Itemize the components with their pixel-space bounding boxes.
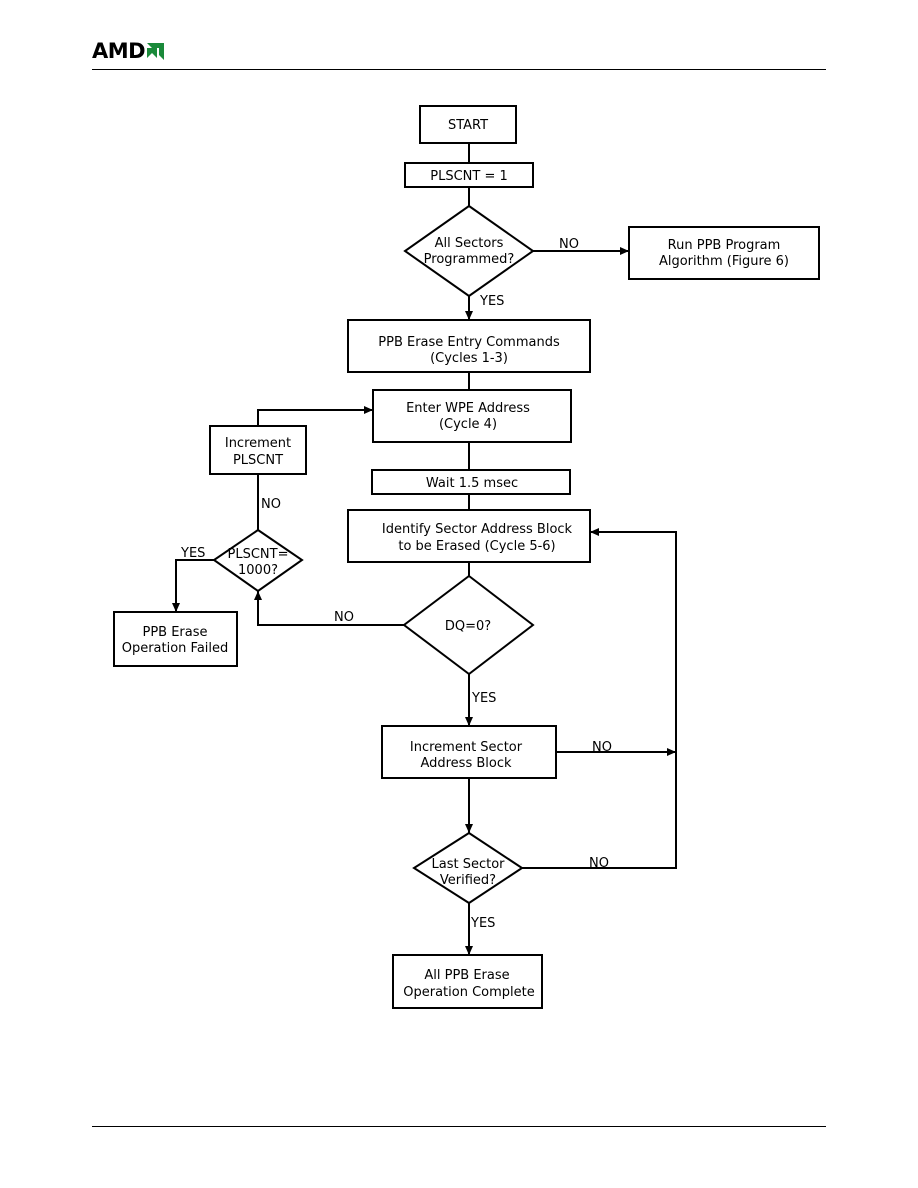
- node-last-sector-line2: Verified?: [440, 873, 496, 888]
- node-enter-wpe-line2: (Cycle 4): [439, 417, 497, 432]
- node-erase-entry: PPB Erase Entry Commands (Cycles 1-3): [347, 319, 591, 373]
- label-plscnt-yes: YES: [180, 546, 205, 561]
- node-erase-failed-line2: Operation Failed: [122, 641, 229, 656]
- node-start-line1: START: [448, 118, 488, 133]
- node-plscnt-check-line2: 1000?: [238, 563, 278, 578]
- label-increment-sector-no: NO: [592, 740, 612, 755]
- node-erase-entry-line1: PPB Erase Entry Commands: [378, 335, 560, 350]
- label-last-sector-no: NO: [589, 856, 609, 871]
- node-all-sectors-line2: Programmed?: [424, 252, 515, 267]
- node-wait: Wait 1.5 msec: [371, 469, 571, 495]
- node-plscnt-init: PLSCNT = 1: [404, 162, 534, 188]
- node-last-sector-line1: Last Sector: [431, 857, 505, 872]
- label-all-sectors-yes: YES: [479, 294, 504, 309]
- node-identify-sector-line2: to be Erased (Cycle 5-6): [398, 539, 555, 554]
- node-increment-sector-line1: Increment Sector: [410, 740, 523, 755]
- node-plscnt-check-line1: PLSCNT=: [228, 547, 289, 562]
- footer-rule: [92, 1126, 826, 1127]
- node-identify-sector-line1: Identify Sector Address Block: [382, 522, 573, 537]
- label-dq-no: NO: [334, 610, 354, 625]
- node-all-sectors-line1: All Sectors: [435, 236, 504, 251]
- node-last-sector-decision: Last Sector Verified?: [412, 831, 524, 905]
- amd-arrow-icon: [147, 43, 165, 60]
- node-increment-plscnt-line2: PLSCNT: [233, 453, 283, 468]
- label-last-sector-yes: YES: [470, 916, 495, 931]
- node-enter-wpe: Enter WPE Address (Cycle 4): [372, 389, 572, 443]
- node-run-ppb-line1: Run PPB Program: [668, 238, 781, 253]
- node-complete-line2: Operation Complete: [403, 985, 534, 1000]
- node-increment-plscnt: Increment PLSCNT: [209, 425, 307, 475]
- node-plscnt-init-line1: PLSCNT = 1: [430, 169, 508, 184]
- edge-lastsector-no: [522, 528, 677, 869]
- node-wait-line1: Wait 1.5 msec: [426, 476, 518, 491]
- logo-text: AMD: [92, 39, 146, 63]
- node-dq-check-line1: DQ=0?: [445, 619, 491, 634]
- node-increment-sector-line2: Address Block: [420, 756, 512, 771]
- node-all-sectors-decision: All Sectors Programmed?: [403, 204, 535, 298]
- label-plscnt-no: NO: [261, 497, 281, 512]
- node-identify-sector: Identify Sector Address Block to be Eras…: [347, 509, 591, 563]
- edge-plscnt-yes: [172, 559, 214, 612]
- label-all-sectors-no: NO: [559, 237, 579, 252]
- node-start: START: [419, 105, 517, 144]
- node-dq-check-decision: DQ=0?: [402, 574, 535, 676]
- node-plscnt-check-decision: PLSCNT= 1000?: [212, 528, 304, 593]
- node-increment-plscnt-line1: Increment: [225, 436, 291, 451]
- edge-labels: NO YES NO YES NO YES NO NO YES: [180, 237, 612, 931]
- node-erase-entry-line2: (Cycles 1-3): [430, 351, 508, 366]
- node-run-ppb-line2: Algorithm (Figure 6): [659, 254, 789, 269]
- node-erase-failed-line1: PPB Erase: [142, 625, 207, 640]
- node-erase-failed: PPB Erase Operation Failed: [113, 611, 238, 667]
- edge-increment-plscnt-wpe: [257, 406, 373, 426]
- node-complete-line1: All PPB Erase: [424, 968, 509, 983]
- node-run-ppb: Run PPB Program Algorithm (Figure 6): [628, 226, 820, 280]
- edge-dq-no: [254, 591, 404, 626]
- node-increment-sector: Increment Sector Address Block: [381, 725, 557, 779]
- amd-logo: AMD: [92, 39, 165, 63]
- node-enter-wpe-line1: Enter WPE Address: [406, 401, 530, 416]
- node-complete: All PPB Erase Operation Complete: [392, 954, 543, 1009]
- label-dq-yes: YES: [471, 691, 496, 706]
- header-rule: [92, 69, 826, 70]
- connectors: [172, 143, 677, 955]
